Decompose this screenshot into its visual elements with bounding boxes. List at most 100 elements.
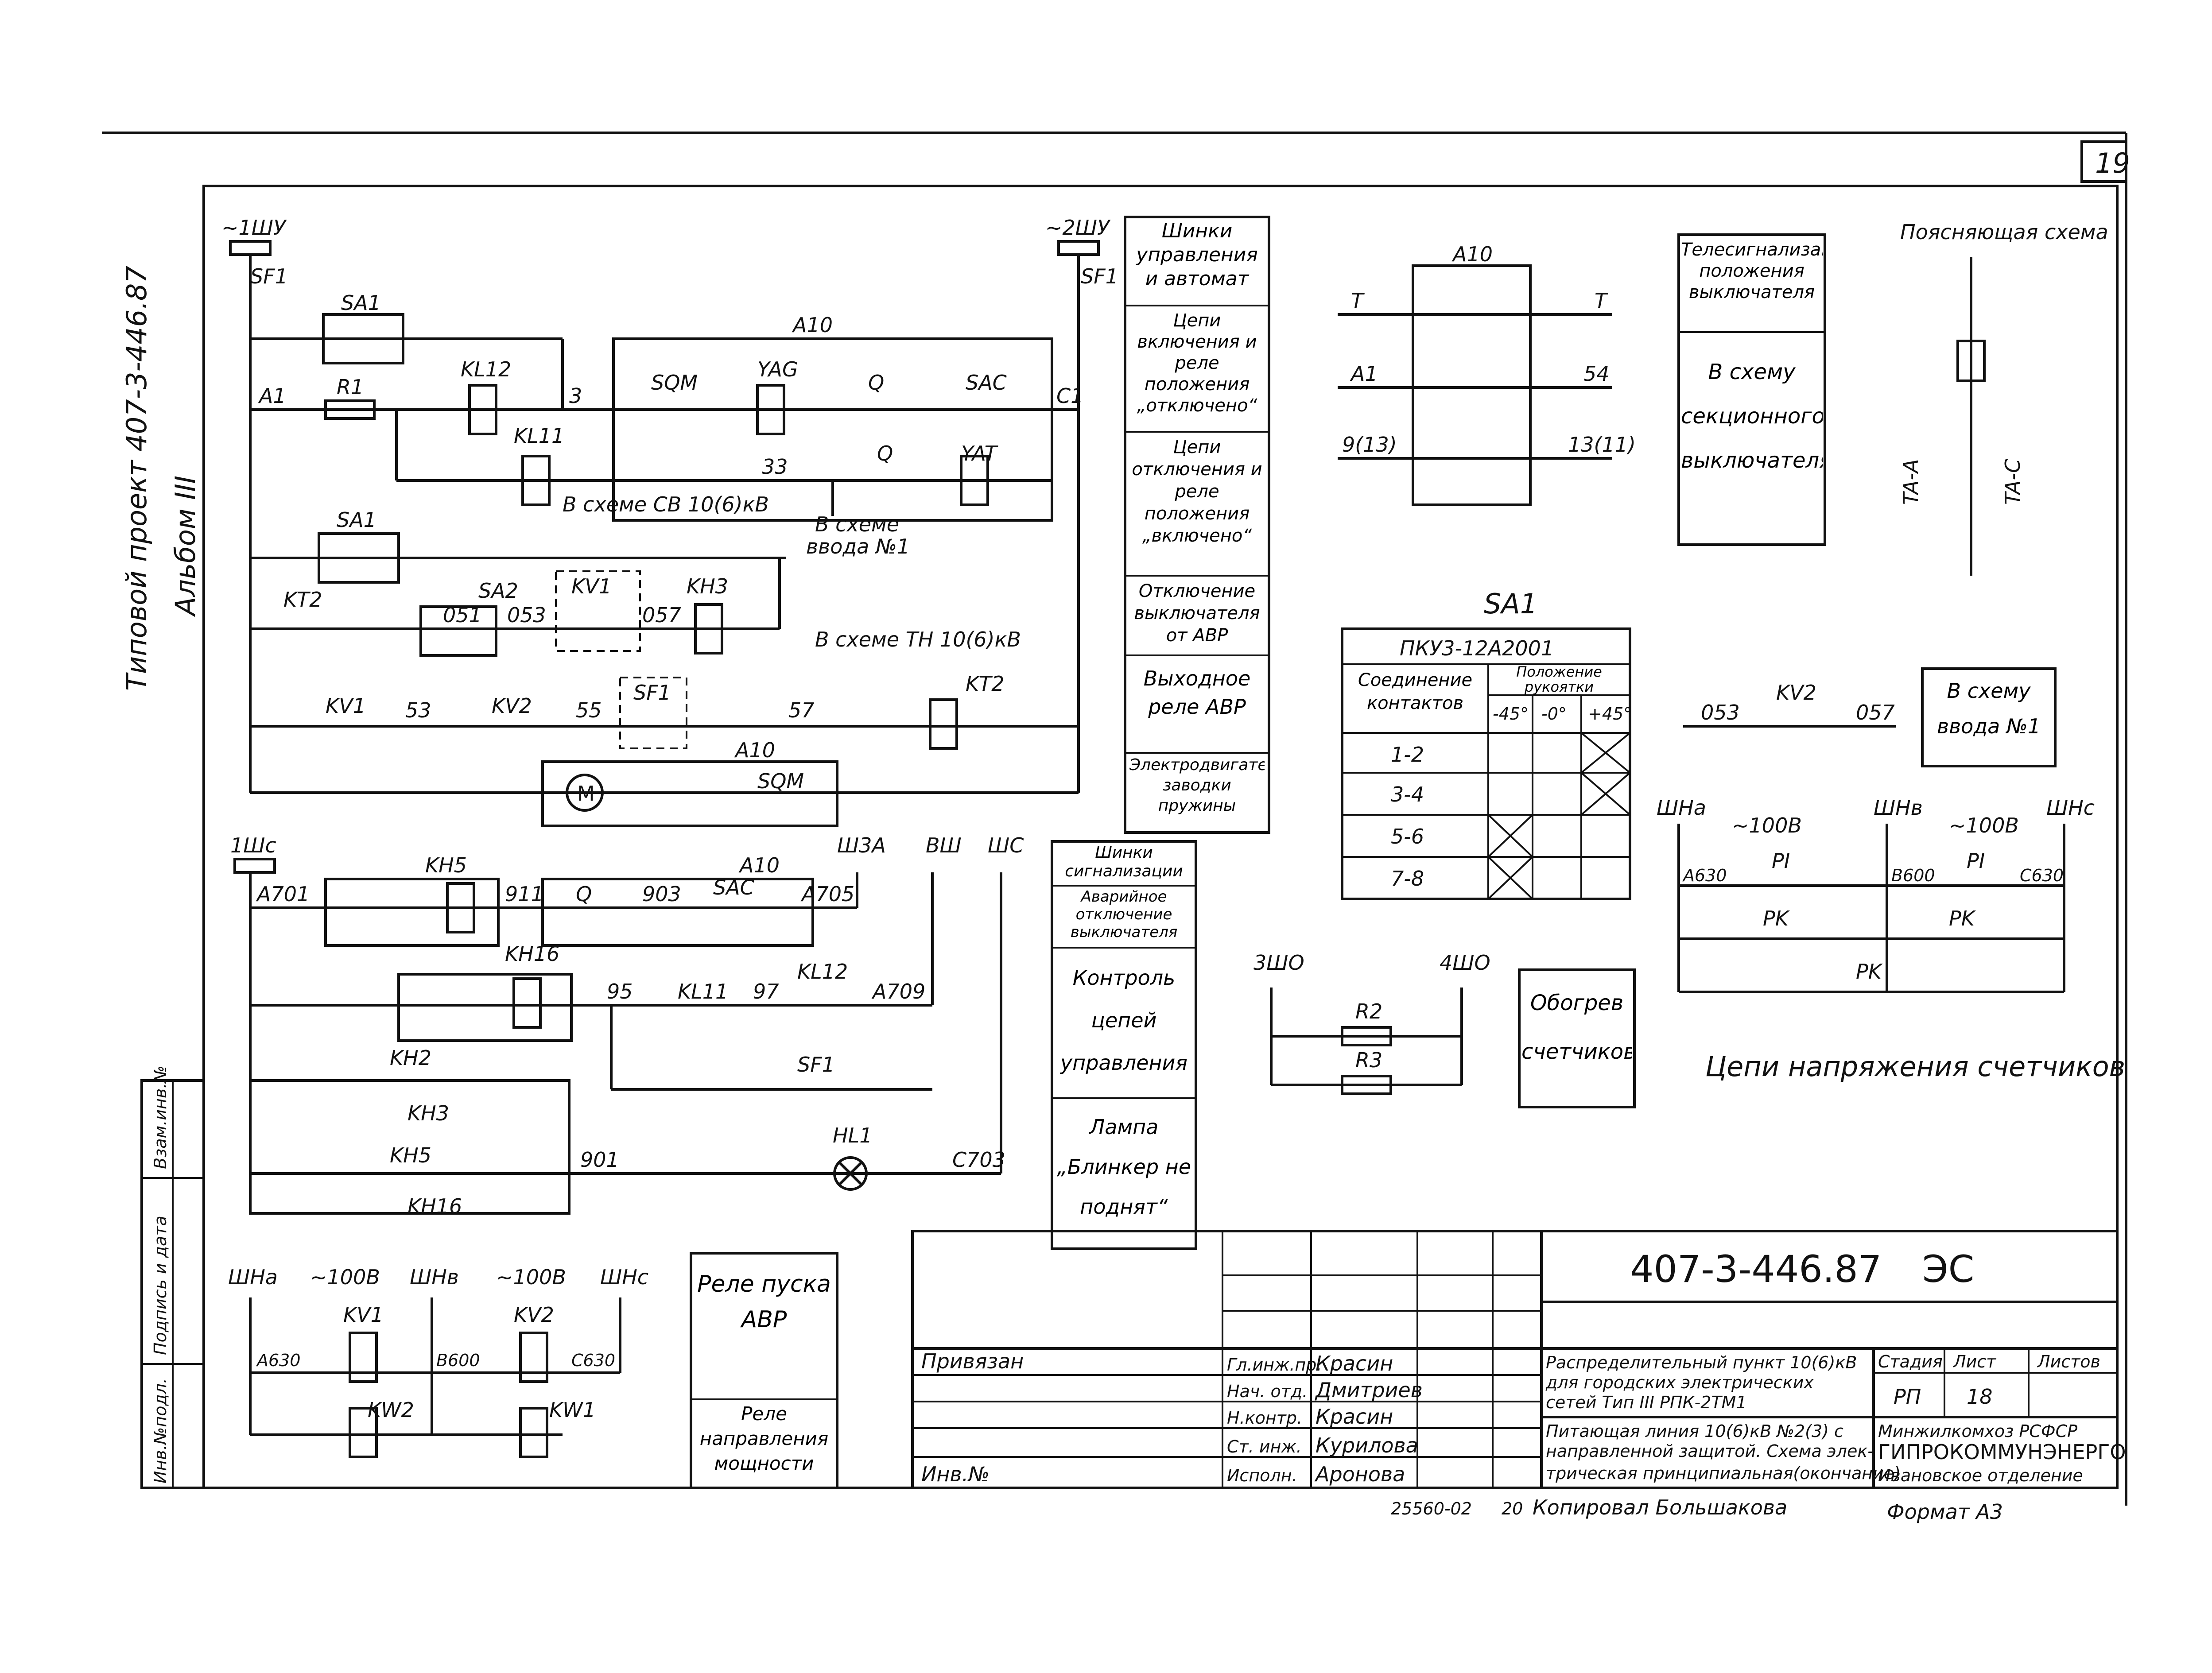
sf1-label-left: SF1 xyxy=(250,264,288,288)
yat-coil xyxy=(960,455,989,506)
kv2-bottom-label: KV2 xyxy=(514,1303,554,1327)
side-stamp-1: Инв.№подл. xyxy=(151,1378,170,1483)
node-57: 57 xyxy=(788,698,815,722)
hl1-label: HL1 xyxy=(833,1123,872,1147)
node-13-11: 13(11) xyxy=(1568,433,1636,457)
bottom-c630: C630 xyxy=(571,1351,615,1370)
doc-code: 407-3-446.87 xyxy=(1630,1247,1882,1291)
q-label-2: Q xyxy=(877,441,893,465)
hl1-lamp-cross xyxy=(838,1161,863,1186)
page-number-box xyxy=(2080,140,2127,183)
node-a705: A705 xyxy=(800,882,854,906)
counter-a630: A630 xyxy=(1682,866,1727,885)
order-number: 25560-02 xyxy=(1391,1499,1472,1518)
copied-by: Копировал Большакова xyxy=(1533,1495,1787,1519)
project-title-3: сетей Тип III РПК-2ТМ1 xyxy=(1546,1393,1747,1412)
switch-cross-3 xyxy=(1487,856,1533,900)
switch-table-title: SA1 xyxy=(1484,588,1537,620)
r3-label: R3 xyxy=(1355,1048,1382,1072)
bottom-shnc: ШНс xyxy=(600,1265,648,1289)
sa1-top-label: SA1 xyxy=(341,291,381,315)
legend-3 xyxy=(690,1252,838,1489)
r2-label: R2 xyxy=(1355,999,1382,1023)
sheet-value: 18 xyxy=(1967,1385,1993,1409)
yag-label: YAG xyxy=(757,357,798,381)
counter-shnc: ШНс xyxy=(2046,796,2095,820)
sheets-header: Листов xyxy=(2037,1352,2100,1371)
legend-2-item-0: Шинки сигнализации xyxy=(1065,844,1183,880)
bus-shc-label: ШС xyxy=(988,833,1024,857)
kh16-coil xyxy=(512,977,542,1029)
kv1-coil xyxy=(349,1332,378,1383)
kh5-box xyxy=(324,878,500,947)
org-2: ГИПРОКОММУНЭНЕРГО xyxy=(1878,1440,2126,1464)
ta-a-label: TA-A xyxy=(1899,459,1923,505)
counter-c630: C630 xyxy=(2020,866,2064,885)
ta-c-label: TA-C xyxy=(2001,459,2025,505)
kv2-coil xyxy=(519,1332,548,1383)
node-c1: C1 xyxy=(1056,384,1083,408)
kv1-bottom-label: KV1 xyxy=(343,1303,384,1327)
kl11-label: KL11 xyxy=(514,424,564,448)
kt2-coil xyxy=(929,698,958,750)
project-title-2: для городских электрических xyxy=(1545,1373,1814,1392)
counter-shnb: ШНв xyxy=(1874,796,1923,820)
kh5-label-2: KH5 xyxy=(390,1143,431,1167)
switch-row-3: 7-8 xyxy=(1391,867,1424,891)
name-0: Красин xyxy=(1316,1352,1393,1375)
node-55: 55 xyxy=(576,698,602,722)
counter-v100-1: ~100В xyxy=(1732,813,1802,837)
bus-1shu-terminal xyxy=(229,240,272,256)
kh5-coil xyxy=(446,882,475,933)
kl12-coil xyxy=(468,384,497,435)
page-number: 19 xyxy=(2095,147,2130,179)
format-label: Формат А3 xyxy=(1887,1500,2003,1524)
node-t-left: T xyxy=(1351,289,1365,313)
vvod-text: В схему ввода №1 xyxy=(1937,679,2041,738)
sh4o-label: 4ШО xyxy=(1440,951,1490,975)
counter-b600: B600 xyxy=(1891,866,1935,885)
stage-header: Стадия xyxy=(1878,1352,1943,1371)
counter-pk-1: PK xyxy=(1763,906,1790,930)
motor-m-letter: M xyxy=(577,782,595,806)
legend-1-item-2: Цепи отключения и реле положения „включе… xyxy=(1132,437,1262,546)
switch-pos-1: -0° xyxy=(1541,704,1567,724)
switch-cross-1 xyxy=(1580,772,1631,816)
name-1: Дмитриев xyxy=(1315,1378,1423,1402)
sa1-mid-label: SA1 xyxy=(337,508,376,532)
sf1-label-signal: SF1 xyxy=(797,1053,835,1077)
telesignal-item-1: В схему секционного выключателя xyxy=(1681,360,1823,473)
node-057-right: 057 xyxy=(1856,701,1895,724)
telesignal-box xyxy=(1677,233,1826,546)
a10-q-label: A10 xyxy=(1451,242,1493,266)
legend-3-item-1: Реле направления мощности xyxy=(700,1403,829,1474)
heater-box xyxy=(1518,968,1636,1108)
bottom-v100-2: ~100В xyxy=(496,1265,566,1289)
legend-2 xyxy=(1051,840,1197,1250)
a10-top-label: A10 xyxy=(792,313,833,337)
telesignal-item-0: Телесигнализация положения выключателя xyxy=(1681,240,1823,302)
bottom-v100-1: ~100В xyxy=(310,1265,380,1289)
name-2: Красин xyxy=(1316,1405,1393,1429)
node-3: 3 xyxy=(569,384,582,408)
side-stamp-3: Взам.инв.№ xyxy=(151,1065,170,1169)
side-title-1: Типовой проект 407-3-446.87 xyxy=(120,266,153,691)
tied-label: Привязан xyxy=(921,1349,1024,1373)
switch-row-2: 5-6 xyxy=(1391,825,1424,848)
yag-coil xyxy=(756,384,785,435)
kl12-label: KL12 xyxy=(461,357,511,381)
kw1-coil xyxy=(519,1407,548,1458)
bottom-b600: B600 xyxy=(436,1351,480,1370)
sa2-switch xyxy=(419,605,497,657)
name-4: Аронова xyxy=(1314,1462,1405,1486)
legend-1-item-5: Электродвигатель заводки пружины xyxy=(1129,756,1265,815)
kv1-kv2-dashed-box xyxy=(555,570,641,652)
drawing-title-2: направленной защитой. Схема элек- xyxy=(1546,1441,1874,1461)
counter-pk-2: PK xyxy=(1949,906,1976,930)
legend-1-item-3: Отключение выключателя от АВР xyxy=(1134,581,1260,646)
inv-label: Инв.№ xyxy=(921,1462,990,1486)
kl12-label-2: KL12 xyxy=(797,960,848,984)
switch-cross-0 xyxy=(1580,732,1631,774)
bus-1shc-label: 1Шс xyxy=(230,833,276,857)
